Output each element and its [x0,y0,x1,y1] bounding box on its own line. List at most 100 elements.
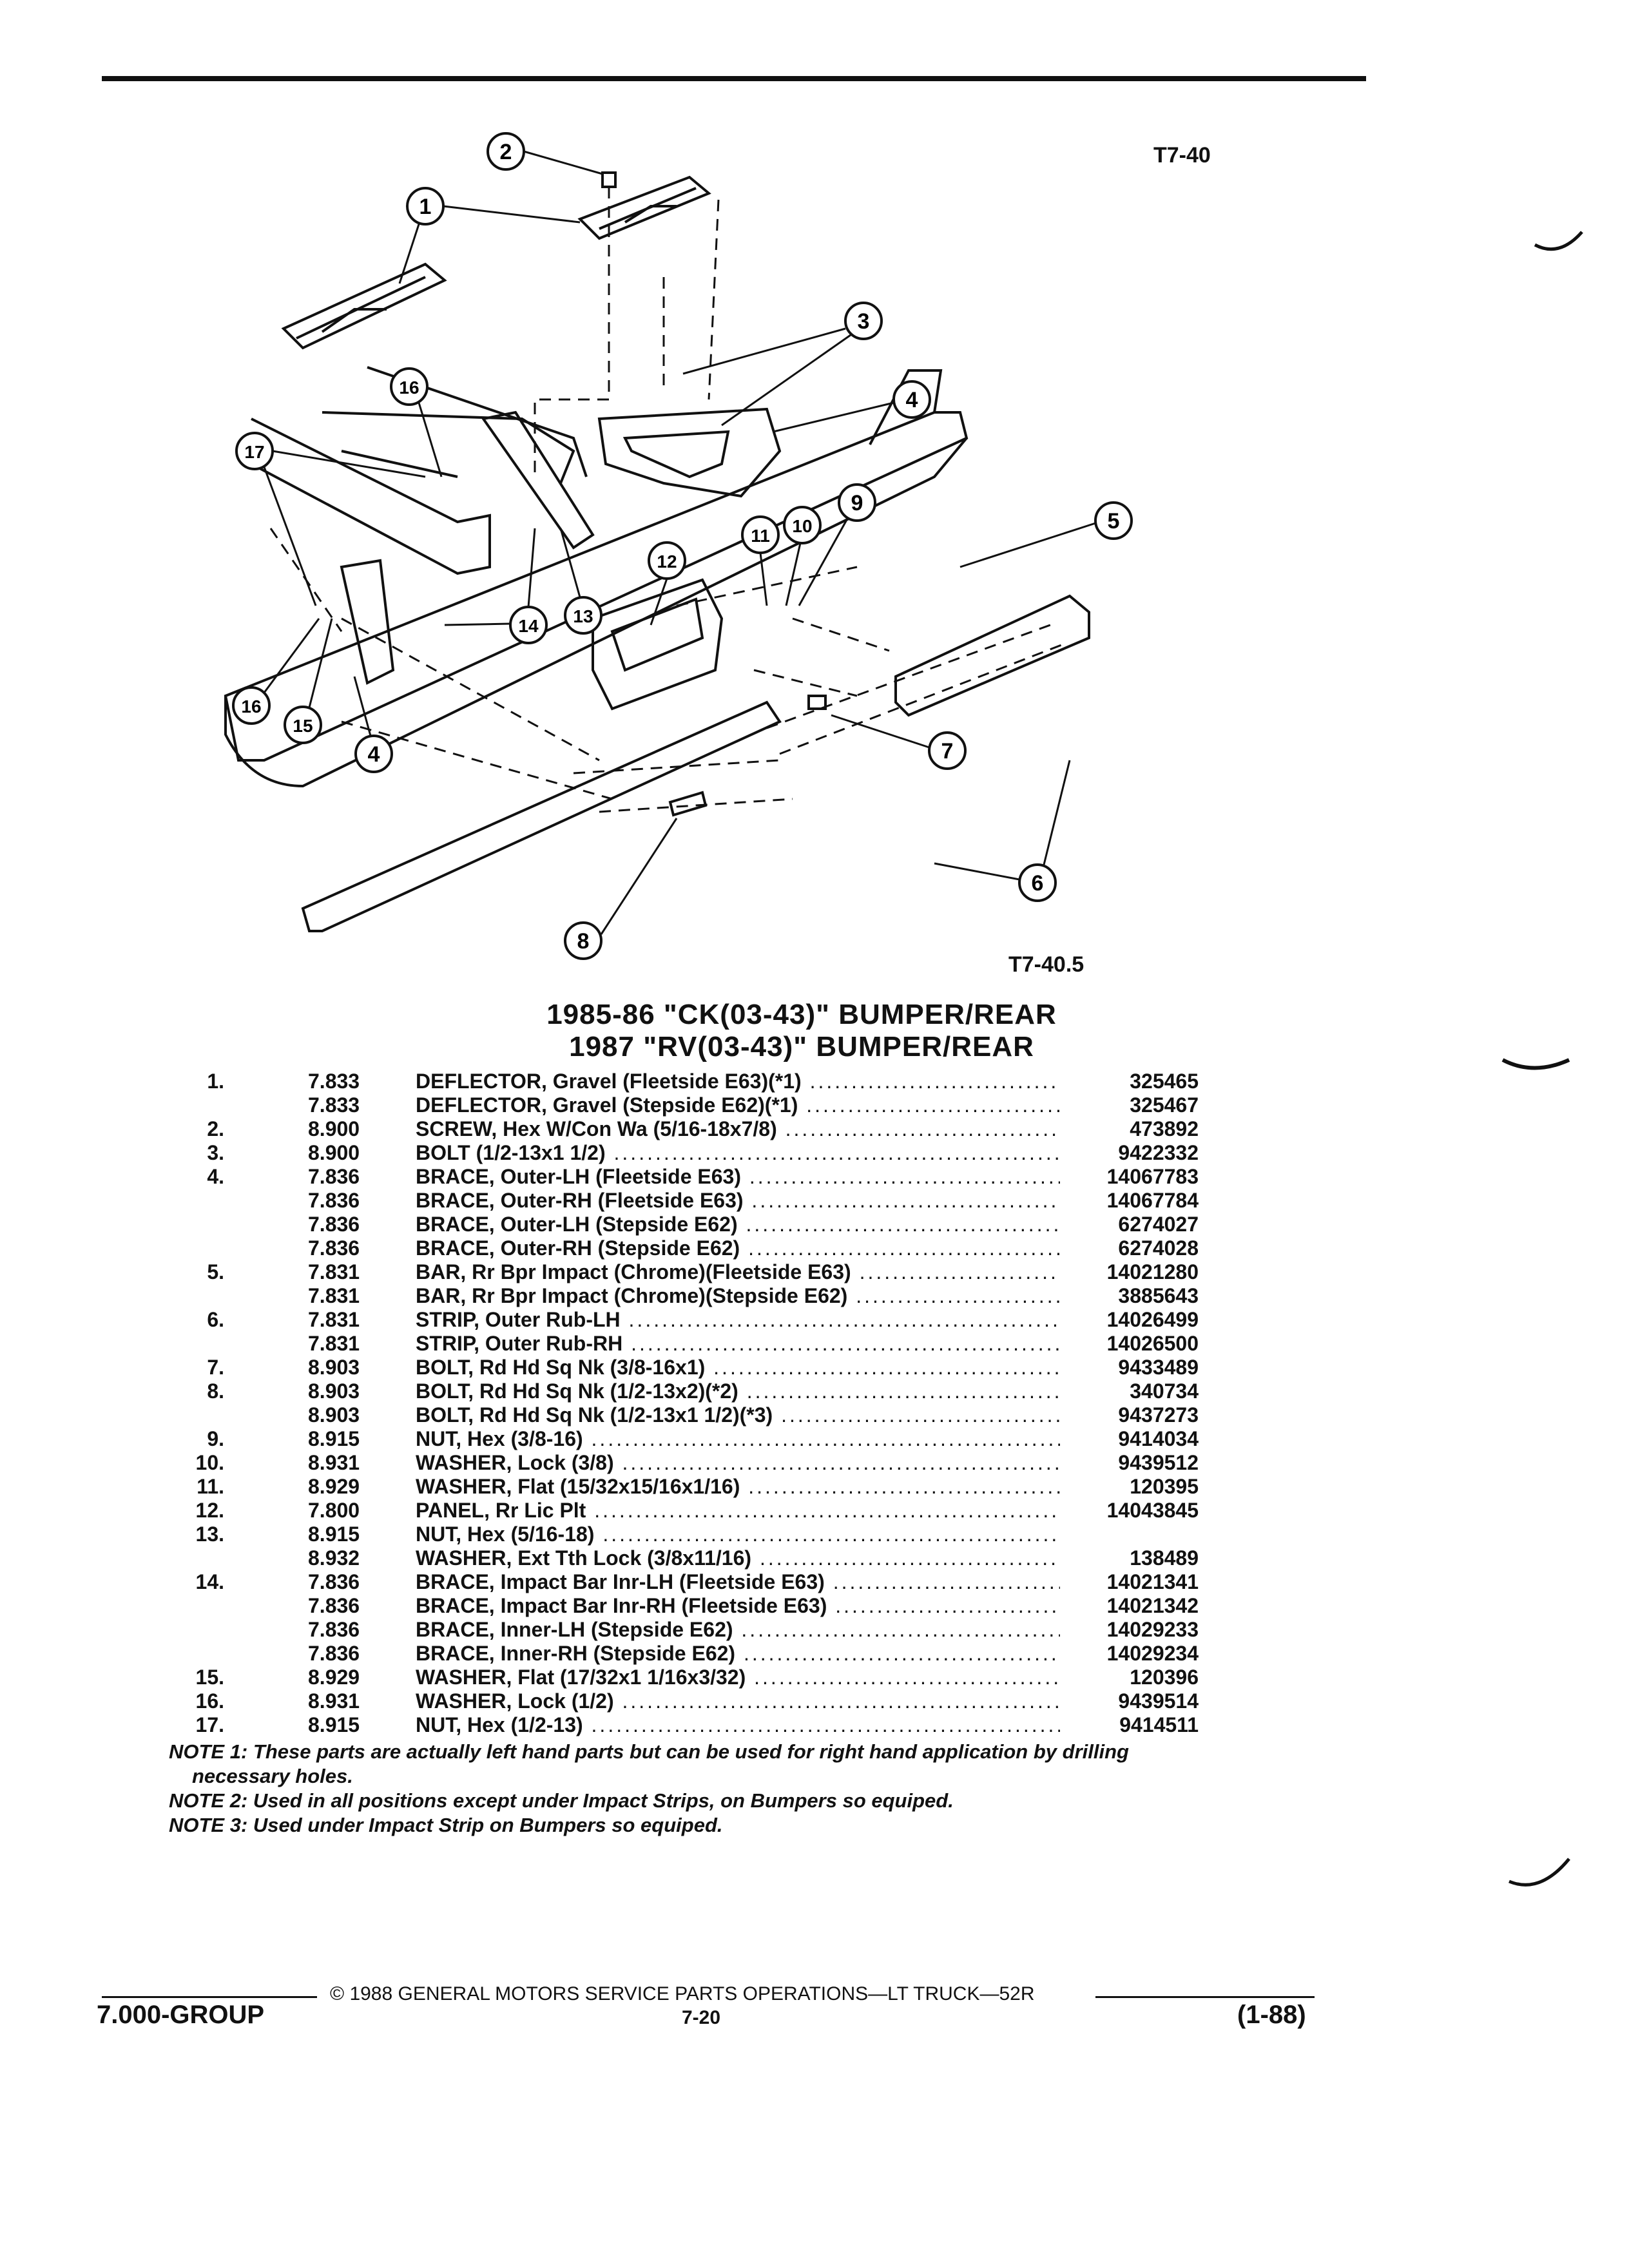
item-number: 6. [207,1308,224,1331]
description: DEFLECTOR, Gravel (Fleetside E63)(*1) ..… [416,1070,1060,1093]
group-code: 7.831 [308,1284,360,1307]
part-number: 6274027 [1118,1213,1199,1236]
footer-page-number: 7-20 [682,2007,721,2028]
note-1: NOTE 1: These parts are actually left ha… [169,1740,1129,1763]
callout-4-bottom: 4 [353,676,393,773]
footer-rule-right [1095,1996,1315,1998]
part-number: 14026499 [1106,1308,1199,1331]
description: WASHER, Flat (17/32x1 1/16x3/32) .......… [416,1666,1060,1689]
note-1-continued: necessary holes. [192,1765,353,1787]
group-code: 7.833 [308,1070,360,1093]
callout-9: 9 [798,483,876,606]
part-number: 340734 [1130,1379,1199,1403]
group-code: 7.836 [308,1570,360,1593]
description: BRACE, Outer-RH (Stepside E62) .........… [416,1236,1060,1260]
part-number: 14029233 [1106,1618,1199,1641]
outer-brace-left [340,559,395,685]
group-code: 8.903 [308,1379,360,1403]
group-code: 7.836 [308,1213,360,1236]
group-code: 7.800 [308,1499,360,1522]
item-number: 4. [207,1165,224,1188]
svg-text:13: 13 [573,606,593,626]
parts-row: 7.836 BRACE, Inner-LH (Stepside E62) ....… [0,1618,1629,1642]
footer-rule-left [102,1996,317,1998]
callout-13: 13 [559,528,602,635]
svg-text:5: 5 [1108,509,1120,533]
callouts: 1 2 3 4 5 6 7 8 9 10 11 12 13 14 15 16 1… [232,132,1133,960]
item-number: 2. [207,1117,224,1140]
item-number: 16. [195,1689,224,1713]
callout-1: 1 [398,187,581,284]
diagram-drawing [224,171,1090,932]
part-number: 120396 [1130,1666,1199,1689]
group-code: 8.915 [308,1523,360,1546]
part-number: 9433489 [1118,1356,1199,1379]
callout-10: 10 [783,506,822,606]
outer-brace-right [597,407,782,498]
callout-7: 7 [831,714,967,770]
item-number: 12. [195,1499,224,1522]
svg-text:9: 9 [851,491,863,515]
part-number: 138489 [1130,1546,1199,1570]
part-number: 14067783 [1106,1165,1199,1188]
description: BOLT, Rd Hd Sq Nk (3/8-16x1) ...........… [416,1356,1060,1379]
item-number: 5. [207,1260,224,1283]
part-number: 6274028 [1118,1236,1199,1260]
item-number: 10. [195,1451,224,1474]
group-code: 8.931 [308,1689,360,1713]
part-number: 325467 [1130,1093,1199,1117]
part-number: 14021342 [1106,1594,1199,1617]
figure-label-top: T7-40 [1153,143,1211,168]
callout-8: 8 [564,818,678,960]
description: BOLT, Rd Hd Sq Nk (1/2-13x1 1/2)(*3) ...… [416,1403,1060,1427]
group-code: 7.836 [308,1618,360,1641]
svg-text:12: 12 [657,552,677,572]
group-code: 8.915 [308,1427,360,1450]
item-number: 14. [195,1570,224,1593]
svg-text:10: 10 [792,516,812,536]
description: STRIP, Outer Rub-LH ....................… [416,1308,1060,1331]
description: BOLT, Rd Hd Sq Nk (1/2-13x2)(*2) .......… [416,1379,1060,1403]
description: BRACE, Inner-LH (Stepside E62) .........… [416,1618,1060,1641]
item-number: 7. [207,1356,224,1379]
parts-row: 8.903 BOLT, Rd Hd Sq Nk (1/2-13x1 1/2)(*3… [0,1403,1629,1427]
svg-text:17: 17 [244,442,264,462]
svg-text:3: 3 [858,309,870,334]
description: NUT, Hex (1/2-13) ......................… [416,1713,1060,1736]
description: BRACE, Impact Bar Inr-LH (Fleetside E63)… [416,1570,1060,1593]
part-number: 9439512 [1118,1451,1199,1474]
margin-mark-1 [1534,231,1583,251]
group-code: 7.831 [308,1308,360,1331]
callout-12: 12 [648,541,686,626]
part-number: 14043845 [1106,1499,1199,1522]
description: STRIP, Outer Rub-RH ....................… [416,1332,1060,1355]
description: BRACE, Impact Bar Inr-RH (Fleetside E63)… [416,1594,1060,1617]
callout-17: 17 [235,432,426,606]
callout-4-top: 4 [773,380,931,433]
deflector-right [577,175,711,240]
callout-3: 3 [682,302,883,427]
callout-16-bottom: 16 [232,618,320,725]
part-number: 325465 [1130,1070,1199,1093]
diagram-dashed-lines [269,187,1064,813]
group-code: 8.903 [308,1403,360,1427]
group-code: 7.836 [308,1642,360,1665]
part-number: 9439514 [1118,1689,1199,1713]
rub-strip-right [894,594,1090,717]
svg-text:6: 6 [1032,871,1044,896]
group-code: 8.929 [308,1666,360,1689]
callout-2: 2 [487,132,603,175]
svg-text:7: 7 [941,739,954,764]
group-code: 7.836 [308,1189,360,1212]
item-number: 17. [195,1713,224,1736]
footer-group: 7.000-GROUP [97,2001,265,2029]
